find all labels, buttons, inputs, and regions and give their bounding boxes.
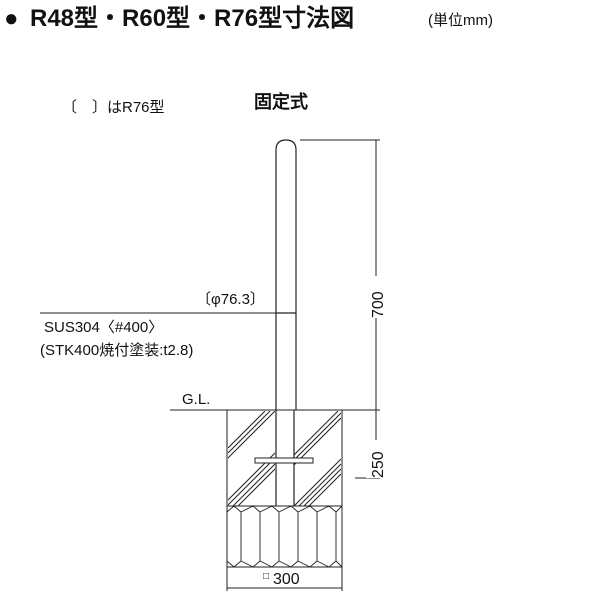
diameter-label: 〔φ76.3〕 [196,291,265,308]
gravel-base [226,505,343,568]
unit-note: (単位mm) [428,12,493,29]
dim-250: 250 [370,451,387,478]
dim-250-mask [366,440,386,478]
type-label: 固定式 [254,91,308,112]
title-bullet: ● [4,5,19,32]
material-steel: (STK400焼付塗装:t2.8) [40,341,193,359]
width-dimension [226,557,343,591]
r76-legend-note: 〔 〕はR76型 [62,99,165,116]
anchor-crossbar [254,457,314,464]
pole [275,139,297,506]
square-symbol: □ [263,571,269,582]
ground-level-label: G.L. [182,391,210,408]
drawing-title: R48型・R60型・R76型寸法図 [30,5,354,32]
concrete-foundation [226,409,343,568]
dim-700-mask [366,276,386,318]
material-stainless: SUS304〈#400〉 [44,319,163,336]
dim-300: 300 [273,571,300,588]
dim-700: 700 [370,291,387,318]
